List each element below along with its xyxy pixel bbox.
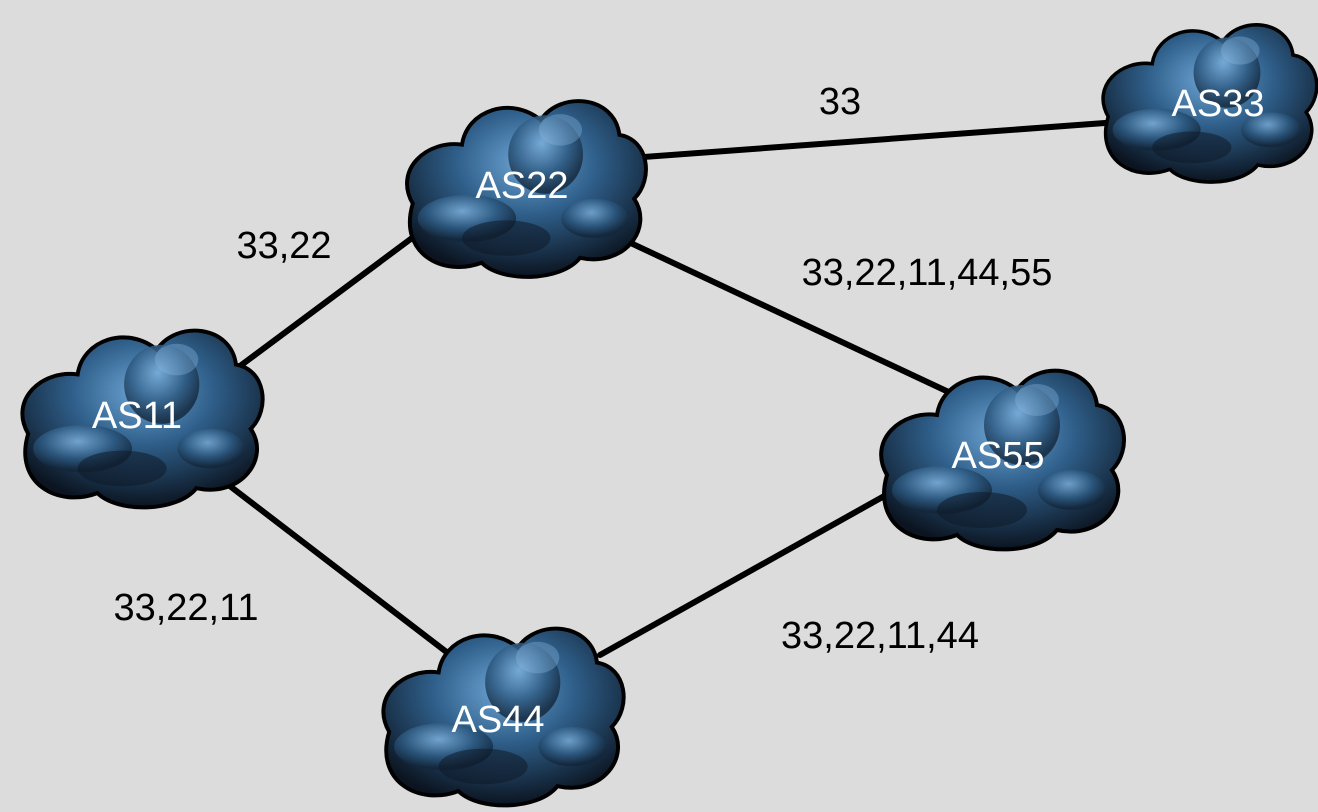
- node-as33: AS33: [1101, 22, 1318, 185]
- node-label: AS22: [476, 165, 569, 207]
- node-as44: AS44: [383, 629, 623, 806]
- edge-as11-as22: [237, 235, 415, 369]
- edge-label-as11-as44: 33,22,11: [113, 587, 258, 629]
- edge-labels-layer: 33 33,22 33,22,11,44,55 33,22,11 33,22,1…: [113, 81, 1052, 657]
- edge-label-as22-as55: 33,22,11,44,55: [802, 252, 1053, 294]
- node-as11: AS11: [20, 328, 265, 510]
- node-label: AS55: [952, 435, 1045, 477]
- edge-label-as11-as22: 33,22: [236, 225, 331, 267]
- node-label: AS44: [452, 699, 545, 741]
- node-label: AS11: [92, 395, 182, 437]
- edge-as22-as33: [627, 120, 1108, 161]
- node-label: AS33: [1172, 83, 1265, 125]
- edges-layer: [219, 120, 1108, 673]
- edge-as11-as44: [219, 477, 473, 673]
- node-as22: AS22: [405, 99, 648, 279]
- edge-label-as44-as55: 33,22,11,44: [781, 615, 979, 657]
- edge-as44-as55: [597, 487, 898, 658]
- node-as55: AS55: [879, 368, 1126, 552]
- edge-as22-as55: [617, 235, 958, 398]
- edge-label-as22-as33: 33: [819, 81, 861, 123]
